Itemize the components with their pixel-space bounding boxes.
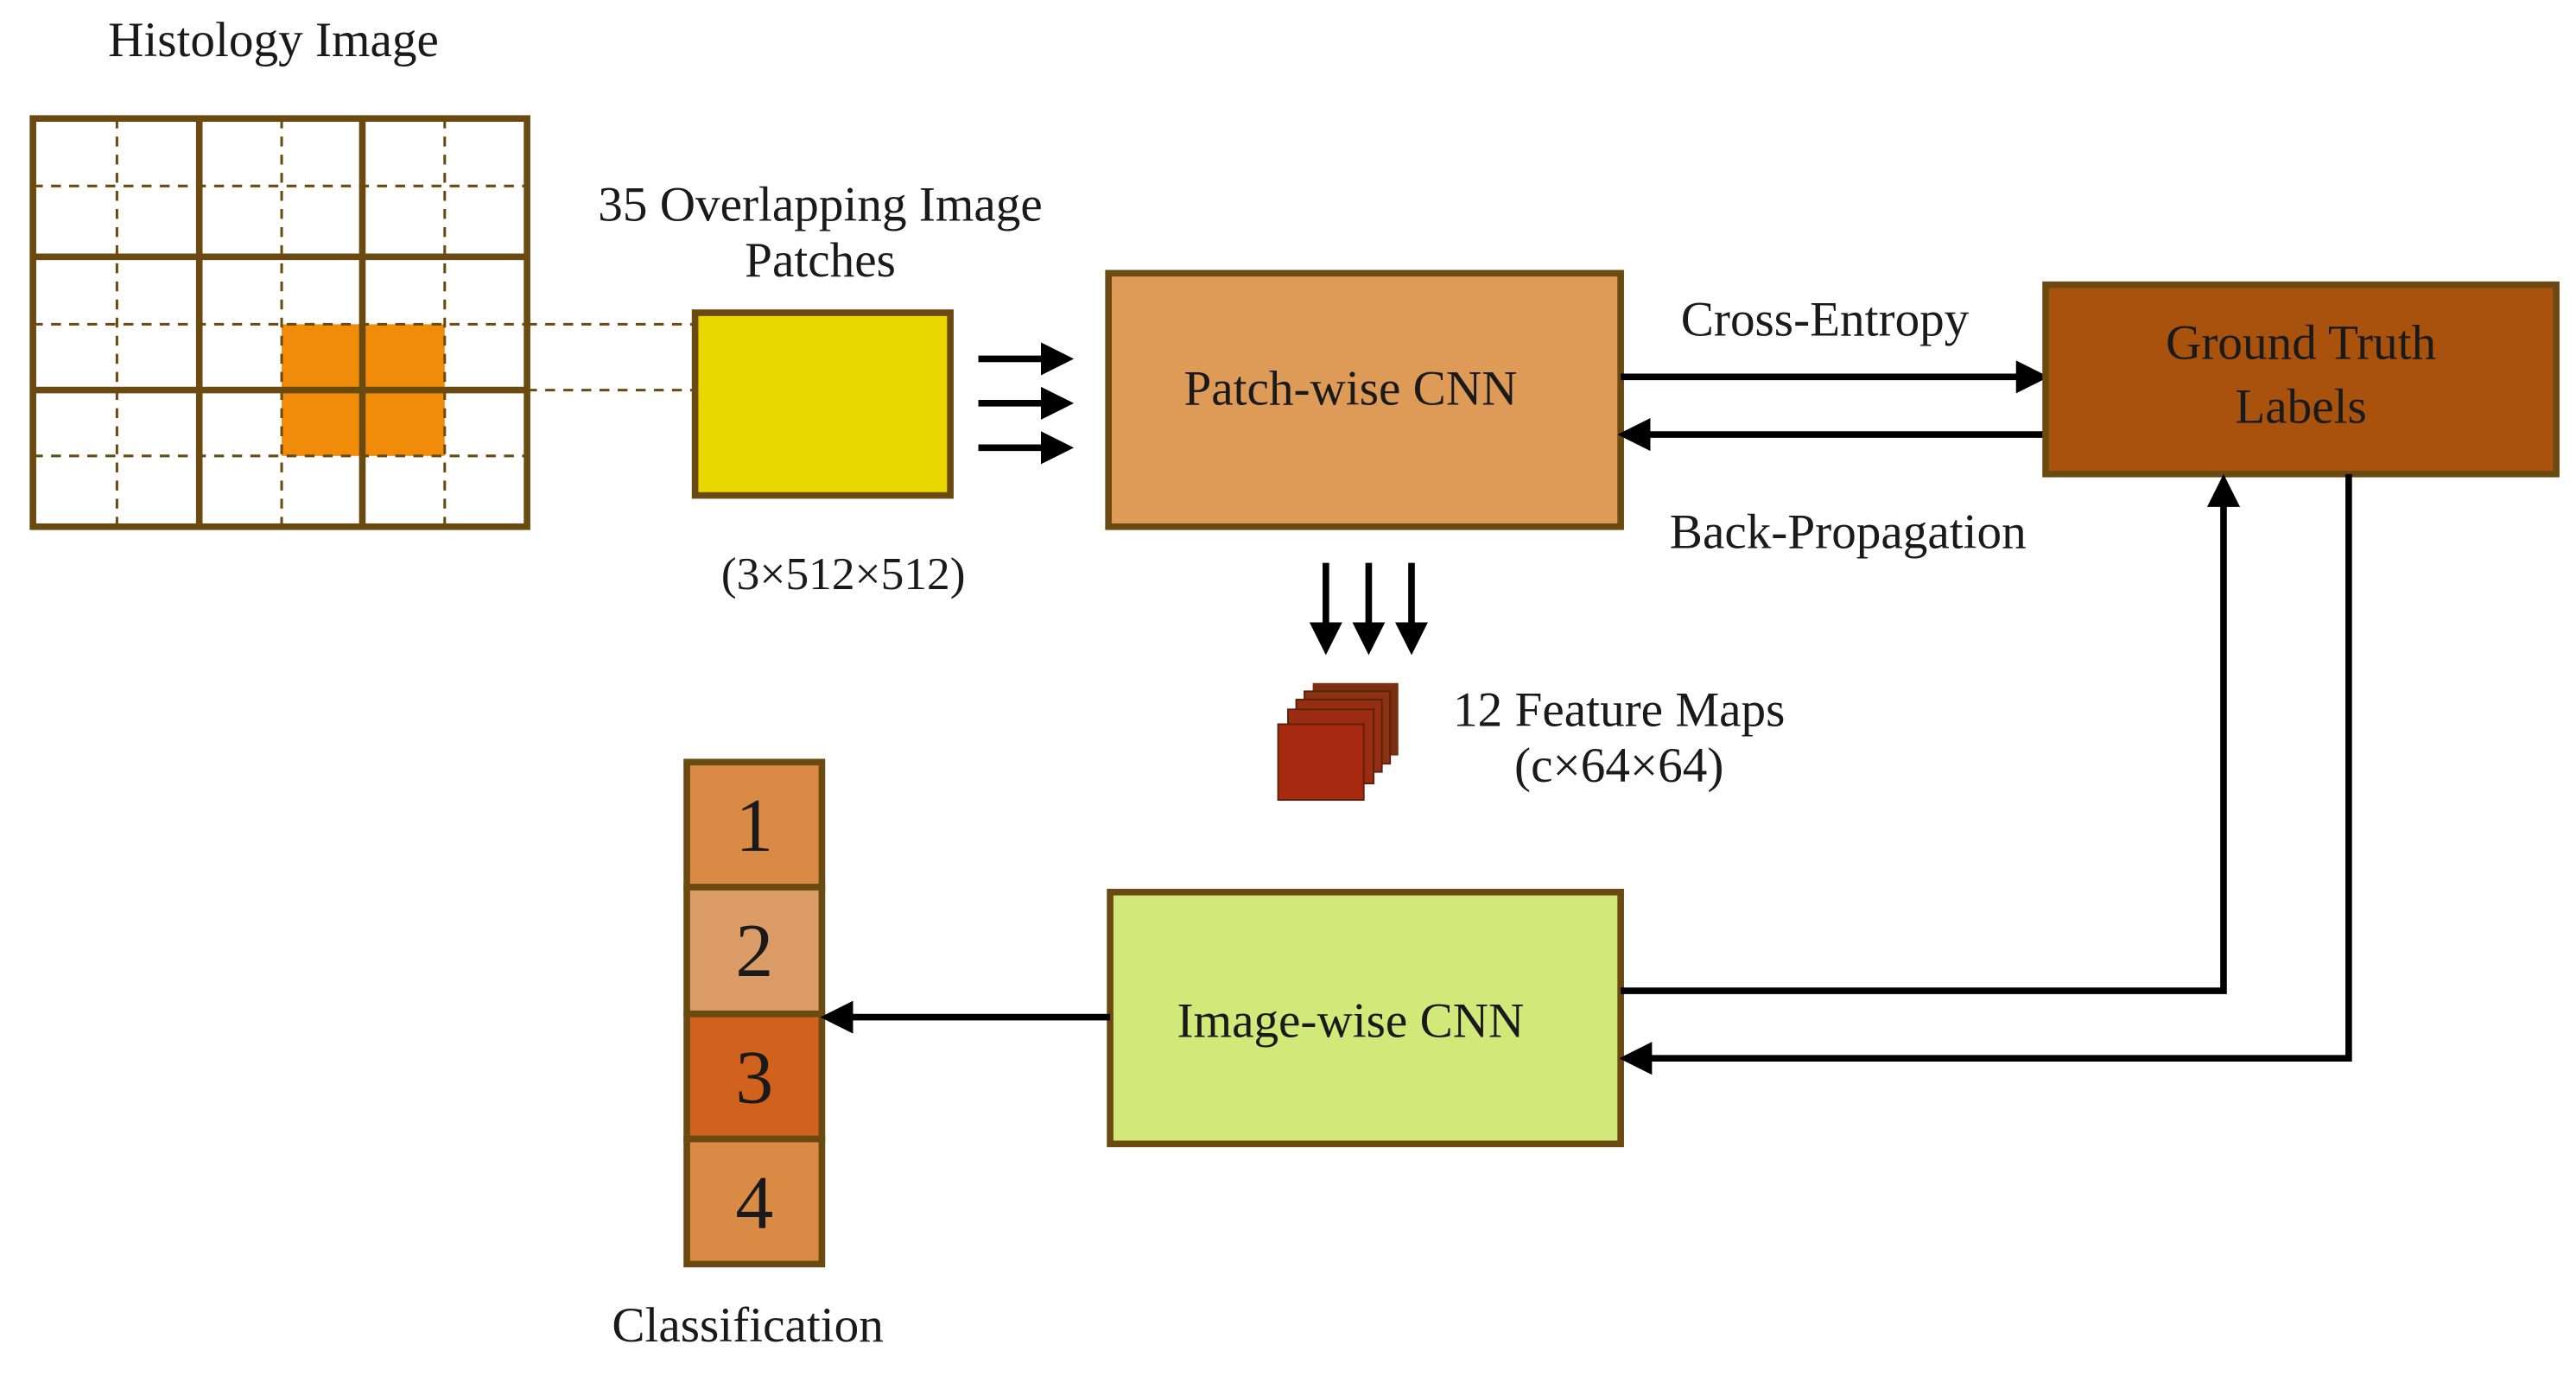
class-label-3: 3 xyxy=(735,1036,773,1119)
feature-maps-label-line2: (c×64×64) xyxy=(1514,739,1723,793)
patch-to-cnn-arrows xyxy=(978,342,1075,465)
class-label-1: 1 xyxy=(735,783,773,867)
grid-solid-lines xyxy=(29,115,530,530)
image-cnn-to-ground-truth-arrow xyxy=(1621,473,2241,994)
feature-maps-stack-icon xyxy=(1277,682,1399,802)
cross-entropy-label: Cross-Entropy xyxy=(1681,293,1970,347)
histology-image-grid xyxy=(29,115,695,530)
cnn-to-feature-maps-arrows xyxy=(1309,562,1429,656)
patch-dimensions: (3×512×512) xyxy=(721,548,966,599)
back-propagation-label: Back-Propagation xyxy=(1670,505,2027,560)
class-box-3 xyxy=(683,1010,826,1143)
feature-maps-label-line1: 12 Feature Maps xyxy=(1453,682,1785,737)
patches-label-line2: Patches xyxy=(745,233,896,288)
patches-label-line1: 35 Overlapping Image xyxy=(598,177,1043,231)
ground-truth-label-line1: Ground Truth xyxy=(2166,315,2436,370)
histology-title: Histology Image xyxy=(108,13,439,67)
classification-stack: 1 2 3 4 xyxy=(683,758,826,1268)
grid-dashed-lines xyxy=(33,118,528,527)
class-label-2: 2 xyxy=(735,909,773,992)
class-box-2 xyxy=(683,884,826,1018)
patch-wise-cnn-box xyxy=(1105,269,1624,530)
ground-truth-label-line2: Labels xyxy=(2235,380,2366,434)
image-wise-cnn-label: Image-wise CNN xyxy=(1177,993,1525,1048)
image-patch xyxy=(691,309,954,499)
class-label-4: 4 xyxy=(735,1161,773,1245)
ground-truth-box xyxy=(2042,281,2560,478)
ground-truth-to-image-cnn-arrow xyxy=(1619,473,2352,1075)
patch-wise-cnn-label: Patch-wise CNN xyxy=(1183,362,1517,416)
class-box-4 xyxy=(683,1135,826,1268)
image-wise-cnn-box xyxy=(1107,888,1624,1148)
patch-projection-lines xyxy=(527,322,695,392)
classification-label: Classification xyxy=(612,1298,883,1353)
